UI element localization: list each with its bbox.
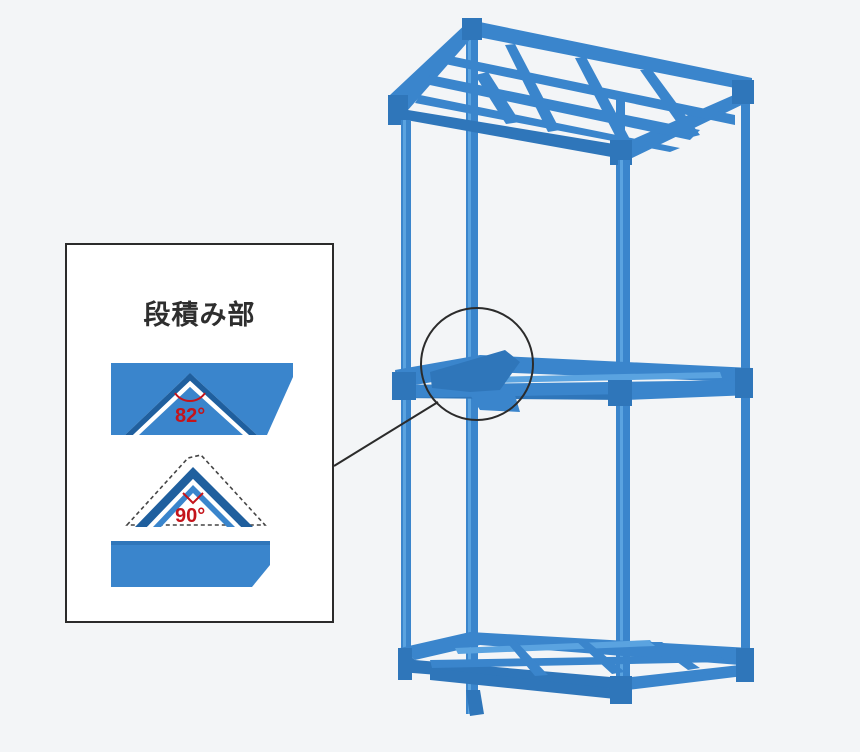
- top-frame: [388, 18, 754, 165]
- magnifier-circle: [420, 307, 534, 421]
- angle-arc-82: [174, 392, 206, 402]
- angle-label-90: 90°: [175, 505, 206, 527]
- connector-line: [333, 401, 439, 467]
- detail-title: 段積み部: [143, 300, 256, 331]
- stacking-joint-diagram: [111, 363, 293, 587]
- bottom-frame: [398, 632, 754, 716]
- stacking-rack-illustration: [388, 18, 754, 716]
- middle-frame: [392, 350, 753, 412]
- bottom-inserting-block: [111, 454, 270, 587]
- angle-label-82: 82°: [175, 405, 206, 427]
- angle-marker-90: [182, 492, 204, 505]
- detail-callout: 段積み部: [65, 243, 334, 623]
